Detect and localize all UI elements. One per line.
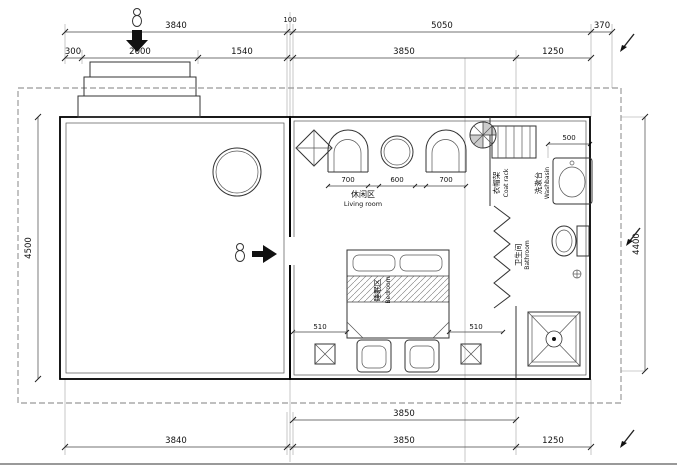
- washbasin: [552, 157, 593, 205]
- dimension-ticks: [34, 28, 649, 451]
- bedroom-chair-right: [404, 339, 440, 373]
- room-label-living-en: Living room: [344, 200, 382, 208]
- dim-chair-700-left: 700: [341, 176, 354, 184]
- room-label-bathroom-en: Bathroom: [524, 240, 531, 270]
- round-table-deck: [212, 147, 262, 197]
- entry-steps: [77, 61, 201, 118]
- floor-drain: [572, 269, 582, 279]
- building: [59, 116, 591, 380]
- dim-chair-700-right: 700: [439, 176, 452, 184]
- fan-symbol: [469, 121, 497, 149]
- bed-blanket-hatch: [346, 275, 450, 303]
- dimension-lines: [37, 31, 646, 448]
- person-icon-top: [132, 8, 142, 27]
- dim-top-3840: 3840: [165, 21, 187, 31]
- armchair-left: [327, 129, 369, 173]
- armchair-right: [425, 129, 467, 173]
- dim-table-600: 600: [390, 176, 403, 184]
- room-label-living: 休闲区 Living room: [344, 189, 382, 208]
- person-icon-room: [235, 243, 245, 262]
- dim-top-100: 100: [283, 16, 296, 24]
- dim-bottom2-3840: 3840: [165, 436, 187, 446]
- entry-opening: [286, 237, 295, 265]
- dim-top2-3850: 3850: [393, 47, 415, 57]
- main-room-wall: [289, 116, 591, 380]
- room-label-coatrack-zh: 衣帽架: [491, 171, 501, 194]
- room-label-bedroom-en: Bedroom: [385, 276, 392, 303]
- pillow-left: [352, 254, 396, 272]
- dimension-texts: 3840 100 5050 370 300 2000 1540 3850 125…: [24, 16, 642, 446]
- dim-bottom2-3850: 3850: [393, 436, 415, 446]
- entry-arrow-down: [126, 30, 148, 52]
- dim-left-4500: 4500: [24, 237, 34, 259]
- dim-top-5050: 5050: [431, 21, 453, 31]
- section-marker-mid-right: [626, 227, 641, 246]
- dim-top2-1250: 1250: [542, 47, 564, 57]
- room-label-bathroom-zh: 卫生间: [513, 244, 523, 267]
- room-label-bedroom-zh: 睡眠区: [373, 278, 382, 301]
- decor-diamond: [295, 129, 333, 167]
- section-marker-top-right: [620, 33, 635, 52]
- grid-lines: [64, 12, 645, 462]
- section-marker-bottom-right: [620, 429, 635, 448]
- side-table-right: [460, 343, 482, 365]
- dim-top2-2000: 2000: [129, 47, 151, 57]
- main-room-inner-line: [293, 120, 587, 376]
- room-label-washbasin-zh: 洗漱台: [533, 172, 543, 195]
- dim-bed-510-left: 510: [313, 323, 326, 331]
- room-label-washbasin-en: Washbasin: [544, 167, 551, 199]
- zigzag-screen: [493, 205, 511, 309]
- deck-room-inner-line: [65, 122, 285, 374]
- coat-rack: [491, 125, 537, 159]
- room-label-living-zh: 休闲区: [351, 189, 375, 199]
- side-table-left: [314, 343, 336, 365]
- round-table-living: [380, 135, 414, 169]
- entry-arrow-right: [252, 245, 277, 263]
- bed: [346, 249, 450, 339]
- shower: [527, 311, 581, 367]
- dim-right-4400: 4400: [632, 233, 642, 255]
- dim-bottom-3850: 3850: [393, 409, 415, 419]
- dim-top2-300: 300: [65, 47, 81, 57]
- dim-basin-500: 500: [562, 134, 575, 142]
- site-boundary: [17, 87, 622, 404]
- pillow-right: [399, 254, 443, 272]
- dim-bottom2-1250: 1250: [542, 436, 564, 446]
- toilet: [551, 225, 590, 257]
- dim-top2-1540: 1540: [231, 47, 253, 57]
- dim-bed-510-right: 510: [469, 323, 482, 331]
- room-label-coatrack-en: Coat rack: [503, 168, 510, 197]
- bedroom-chair-left: [356, 339, 392, 373]
- dim-top-370: 370: [594, 21, 610, 31]
